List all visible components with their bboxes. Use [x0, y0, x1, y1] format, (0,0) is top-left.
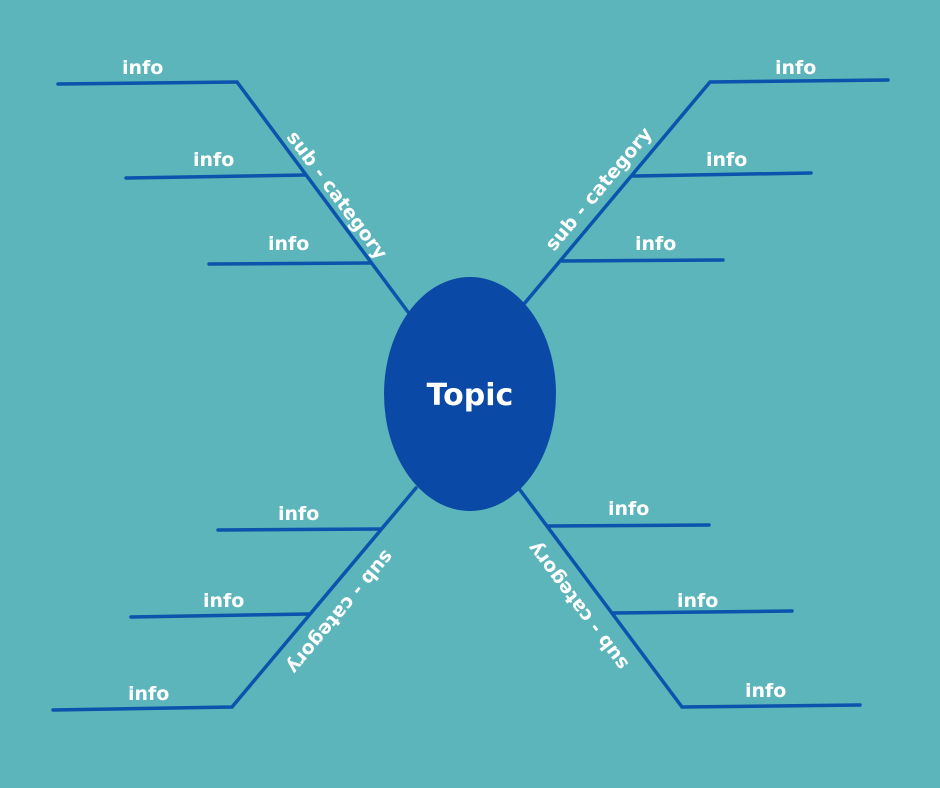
info-label-top-left-1: info: [122, 57, 163, 79]
info-line-top-right-2: [630, 171, 813, 178]
info-label-top-right-1: info: [775, 57, 816, 79]
info-line-bottom-left-1: [216, 527, 382, 532]
branch-bottom-right-line: [518, 488, 862, 709]
branch-top-left-line: [56, 80, 410, 314]
info-line-top-right-3: [560, 258, 725, 263]
topic-node: Topic: [384, 277, 556, 511]
topic-label: Topic: [427, 378, 514, 413]
topic-ellipse: [384, 277, 556, 511]
info-label-top-left-3: info: [268, 233, 309, 255]
info-line-bottom-right-2: [611, 609, 794, 615]
info-label-bottom-right-1: info: [608, 498, 649, 520]
info-label-bottom-left-3: info: [128, 683, 169, 705]
info-line-top-left-3: [207, 261, 372, 266]
info-label-top-right-3: info: [635, 233, 676, 255]
branch-bottom-left: info info info sub - category: [51, 486, 418, 712]
info-line-bottom-right-1: [546, 523, 711, 528]
info-label-bottom-left-2: info: [203, 590, 244, 612]
info-label-top-right-2: info: [706, 149, 747, 171]
info-label-bottom-right-3: info: [745, 680, 786, 702]
branch-bottom-left-line: [51, 486, 418, 712]
info-line-bottom-left-2: [129, 612, 311, 619]
info-label-bottom-left-1: info: [278, 503, 319, 525]
sub-category-label-bottom-right: sub - category: [523, 537, 633, 674]
branch-top-left: info info info sub - category: [56, 57, 410, 314]
branch-top-right: info info info sub - category: [522, 57, 890, 306]
branch-bottom-right: info info info sub - category: [518, 488, 862, 709]
branch-top-right-line: [522, 78, 890, 306]
info-label-top-left-2: info: [193, 149, 234, 171]
info-label-bottom-right-2: info: [677, 590, 718, 612]
sub-category-label-bottom-left: sub - category: [282, 546, 398, 679]
info-line-top-left-2: [124, 173, 307, 180]
